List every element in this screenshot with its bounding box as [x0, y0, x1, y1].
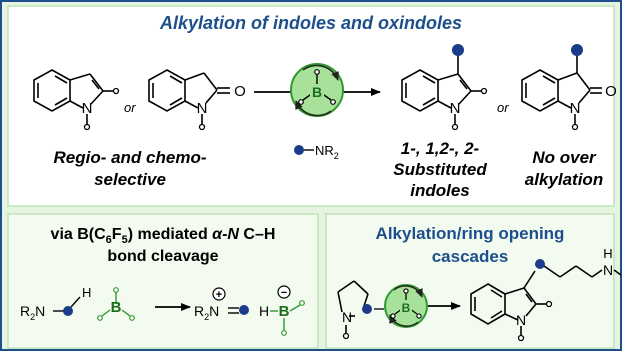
hydride-label: H	[259, 303, 269, 319]
alkyl-group-dot-icon	[239, 305, 249, 315]
substituent-site-marker	[198, 123, 206, 131]
substituent-site-marker	[112, 87, 120, 95]
substituent-site-marker	[480, 87, 488, 95]
caption-no-over-line2: alkylation	[525, 170, 603, 189]
alkyl-group-dot-icon	[571, 44, 583, 56]
oxindole-structure-left	[148, 69, 230, 124]
nitrogen-atom-label: N	[82, 100, 93, 117]
ring-opened-indole-product	[470, 265, 622, 335]
alkyl-group-dot-icon	[63, 306, 73, 316]
caption-regio-line1: Regio- and chemo-	[53, 148, 206, 167]
oxygen-atom-label: O	[605, 83, 617, 100]
borane-structure	[101, 292, 131, 317]
header-title: Alkylation of indoles and oxindoles	[159, 13, 462, 33]
nitrogen-atom-label: N	[197, 100, 208, 117]
boron-label: B	[312, 84, 322, 100]
nitrogen-atom-label: N	[570, 100, 581, 117]
caption-regio-line2: selective	[94, 170, 166, 189]
nitrogen-atom-label: N	[450, 100, 461, 117]
bottom-left-panel	[7, 213, 319, 349]
nitrogen-atom-label: N	[516, 312, 526, 328]
alkyl-group-dot-icon	[294, 145, 304, 155]
alkyl-group-dot-icon	[452, 44, 464, 56]
iminium-label: R2N	[194, 303, 219, 322]
or-label: or	[497, 100, 509, 115]
caption-substituted-line3: indoles	[410, 181, 470, 200]
borane-catalyst-circle	[290, 63, 344, 117]
caption-substituted-line2: Substituted	[393, 160, 487, 179]
charge-plus-label: +	[216, 289, 222, 301]
hydrogen-label: H	[82, 285, 91, 300]
caption-substituted-line1: 1-, 1,2-, 2-	[401, 139, 480, 158]
substituent-site-marker	[451, 123, 459, 131]
bottom-right-title-line2: cascades	[432, 247, 509, 266]
amine-label: R2N	[20, 303, 45, 322]
borane-catalyst-circle	[384, 284, 428, 328]
oxygen-atom-label: O	[234, 83, 246, 100]
alkyl-group-dot-icon	[362, 304, 372, 314]
boron-label: B	[402, 301, 411, 315]
charge-minus-label: −	[281, 287, 287, 299]
nitrogen-atom-label: N	[342, 309, 352, 325]
bottom-right-title-line1: Alkylation/ring opening	[376, 224, 565, 243]
indole-product	[401, 55, 481, 124]
negative-charge-icon	[277, 285, 291, 299]
caption-no-over-line1: No over	[532, 148, 597, 167]
positive-charge-icon	[212, 287, 226, 301]
substituent-site-marker	[571, 123, 579, 131]
amine-hydrogen-label: H	[603, 246, 612, 261]
or-label: or	[124, 100, 136, 115]
oxindole-product	[521, 55, 602, 124]
indole-structure-left	[33, 69, 113, 124]
bottom-left-title-line2: bond cleavage	[107, 248, 218, 265]
boron-label: B	[111, 299, 122, 316]
amine-nitrogen-label: N	[603, 262, 613, 278]
alkyl-group-dot-icon	[535, 259, 545, 269]
substituent-site-marker	[83, 123, 91, 131]
bottom-left-title-line1: via B(C6F5) mediated α-N C–H	[51, 226, 276, 246]
amine-reagent-label: NR2	[315, 143, 339, 161]
bottom-right-panel	[325, 213, 615, 349]
boron-label: B	[279, 303, 290, 320]
